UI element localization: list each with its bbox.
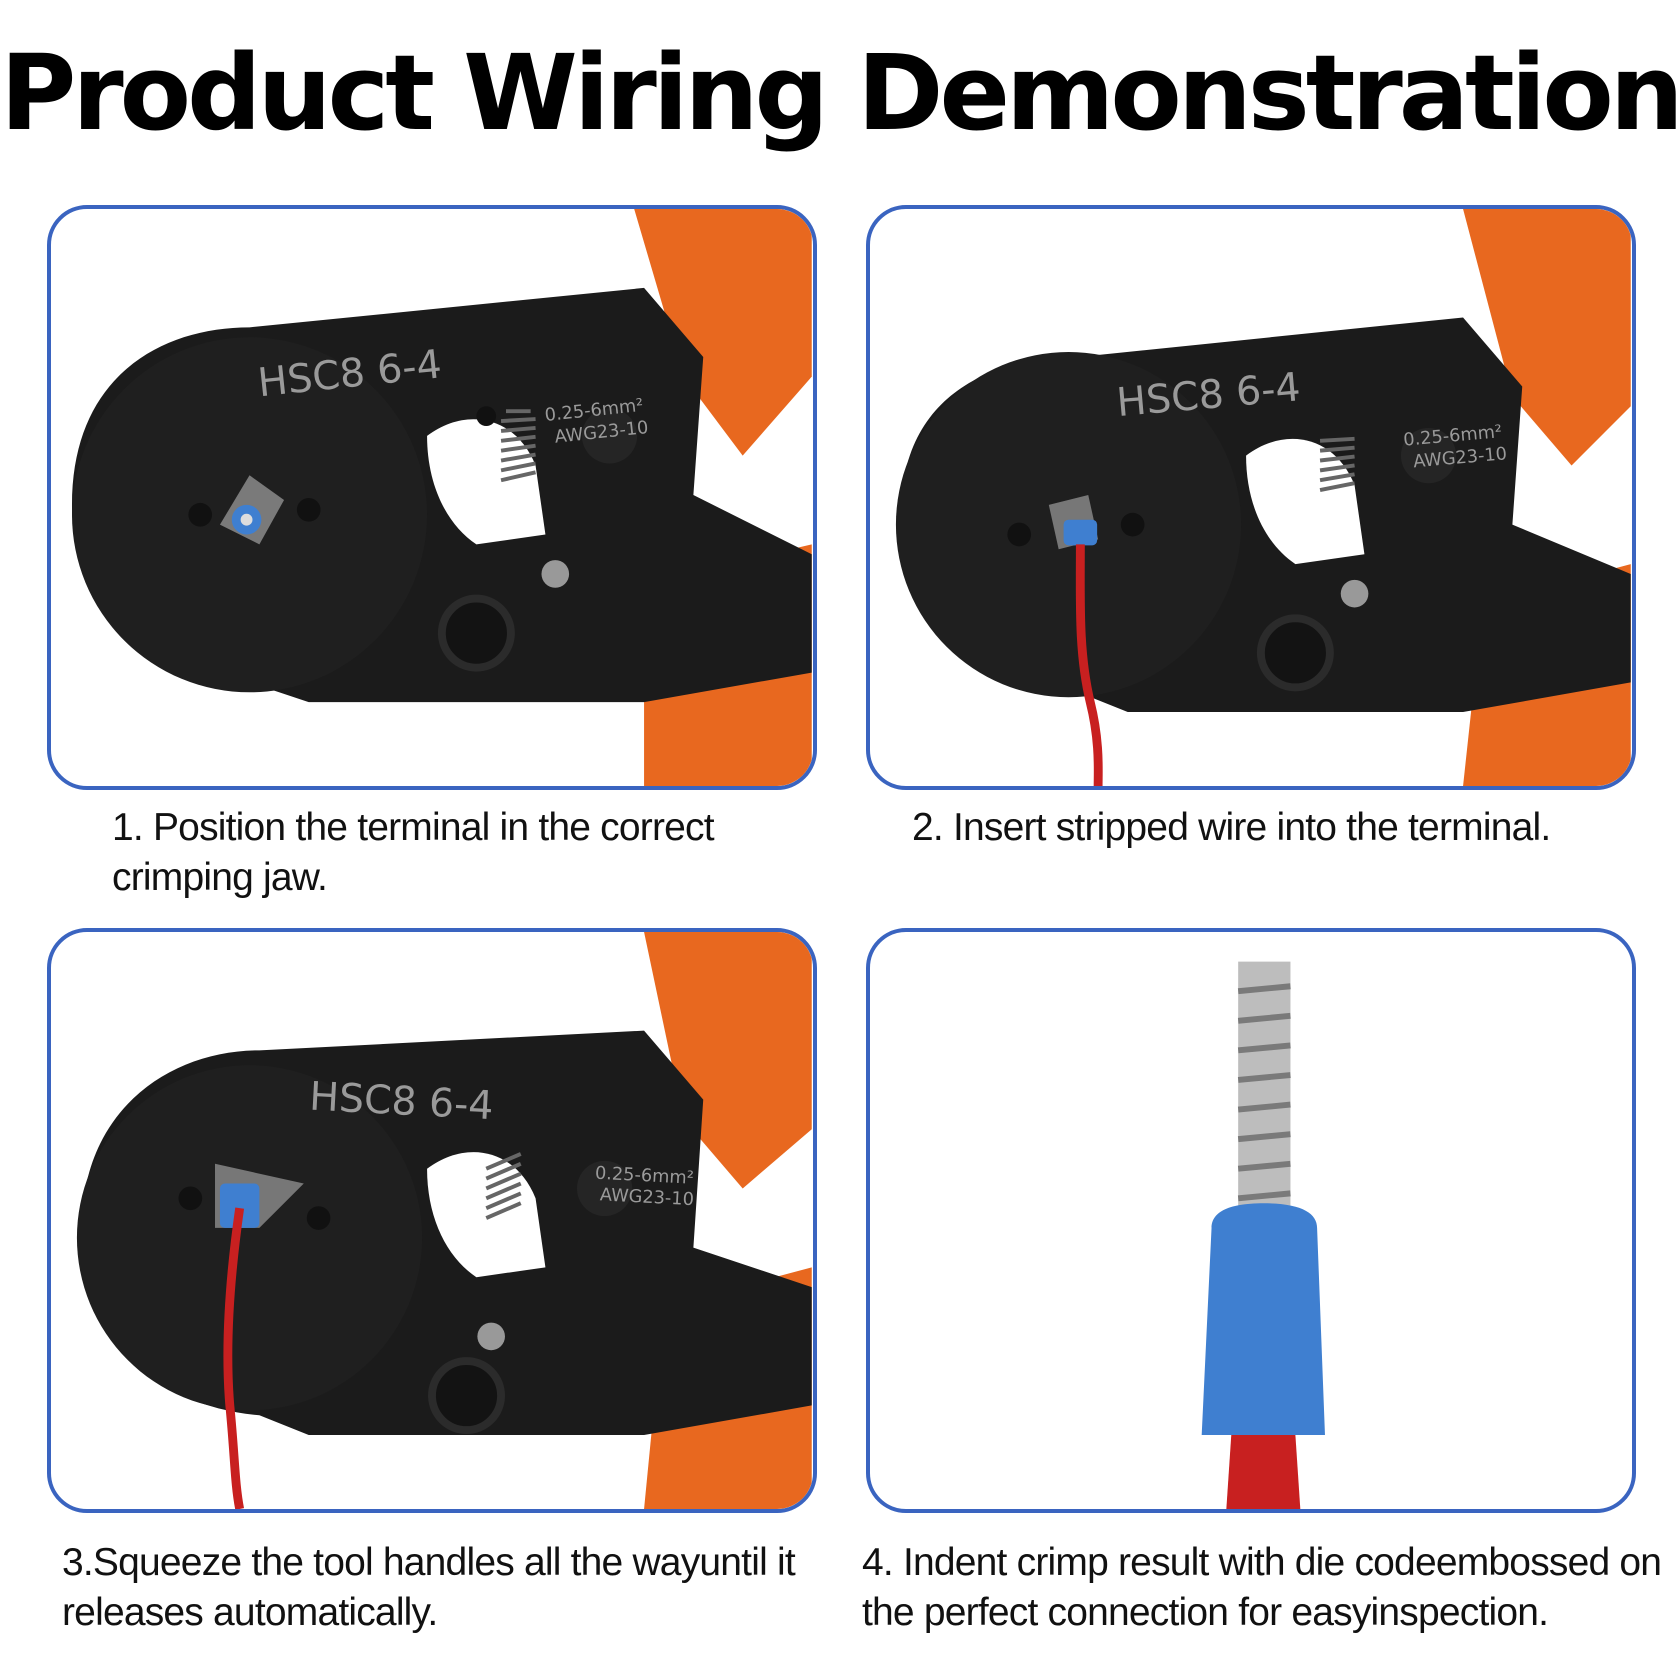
step-1-image: HSC8 6-4 0.25-6mm² AWG23-10 [47, 205, 817, 790]
page-title: Product Wiring Demonstration [0, 32, 1680, 154]
crimper-tool-illustration [76, 932, 812, 1509]
step-2-caption: 2. Insert stripped wire into the termina… [912, 806, 1551, 849]
step-3-caption: 3.Squeeze the tool handles all the wayun… [62, 1541, 796, 1634]
crimper-tool-illustration [895, 209, 1631, 786]
step-4-caption: 4. Indent crimp result with die codeembo… [862, 1541, 1662, 1634]
step-1-caption: 1. Position the terminal in the correct … [112, 806, 715, 899]
tool-range-awg: AWG23-10 [599, 1185, 694, 1210]
step-3-image: HSC8 6-4 0.25-6mm² AWG23-10 [47, 928, 817, 1513]
tool-model-label: HSC8 6-4 [308, 1074, 494, 1130]
crimped-ferrule-illustration [1201, 961, 1325, 1509]
step-4-image [866, 928, 1636, 1513]
step-2-image: HSC8 6-4 0.25-6mm² AWG23-10 [866, 205, 1636, 790]
crimper-tool-illustration [71, 209, 812, 786]
